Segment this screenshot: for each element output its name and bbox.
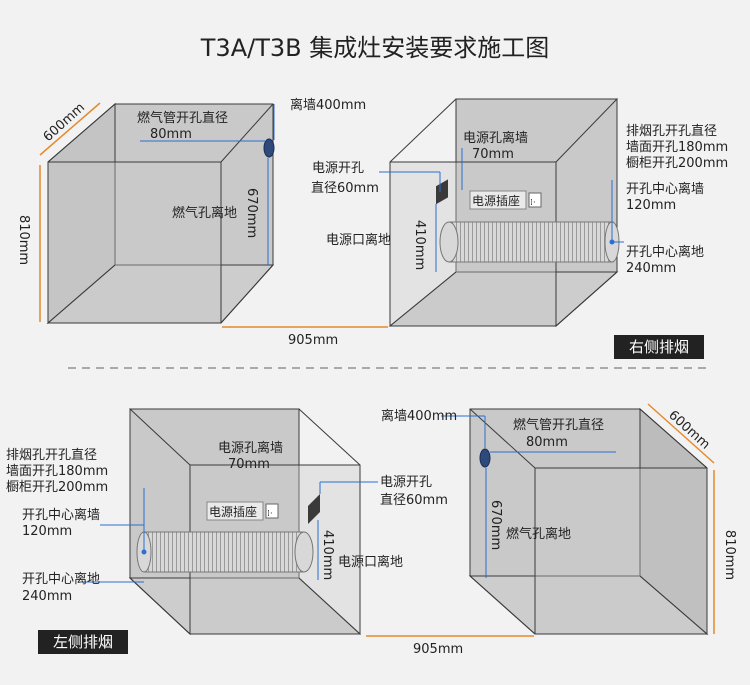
center-wall-label: 开孔中心离墙 (22, 507, 100, 523)
depth-dimension-line (39, 102, 101, 156)
gas-pipe-size: 80mm (526, 435, 568, 450)
gas-hole-icon (263, 138, 275, 158)
cabinet-bl-edge (298, 577, 361, 635)
height-670-label: 670mm (244, 188, 259, 238)
power-hole-label: 电源开孔 (312, 161, 364, 176)
depth-dimension-line (647, 403, 715, 464)
cabinet-tl-edge (220, 264, 274, 324)
cabinet-tl-edge (47, 103, 116, 163)
exhaust-label: 排烟孔开孔直径 (6, 448, 97, 463)
center-ground-size: 240mm (22, 589, 72, 604)
exhaust-duct (448, 221, 614, 263)
cabinet-tl-back-wall (114, 103, 274, 266)
width-label: 905mm (288, 333, 338, 348)
cabinet-bottom-left: 排烟孔开孔直径 墙面开孔180mm 橱柜开孔200mm 开孔中心离墙 120mm… (6, 407, 448, 654)
gas-pipe-label: 燃气管开孔直径 (137, 110, 228, 126)
cabinet-top-right: 电源插座 ⁞· 电源孔离墙 70mm 电源开孔 直径60mm 410mm 电源口… (222, 97, 728, 359)
center-wall-label: 开孔中心离墙 (626, 181, 704, 197)
gas-hole-icon (479, 448, 491, 468)
center-wall-size: 120mm (626, 198, 676, 213)
cabinet-top-left: 燃气管开孔直径 80mm 离墙400mm 燃气孔离地 670mm 600mm 8… (16, 97, 366, 325)
power-ground-label: 电源口离地 (338, 554, 403, 570)
height-label: 810mm (16, 215, 31, 265)
height-410-label: 410mm (320, 530, 335, 580)
cabinet-bl-edge (129, 577, 191, 635)
cabinet-tr-edge (389, 271, 457, 327)
gas-height-label: 燃气孔离地 (506, 526, 571, 542)
power-wall-label: 电源孔离墙 (463, 130, 528, 146)
cabinet-tr-edge (389, 98, 457, 163)
power-hole-size: 直径60mm (380, 493, 448, 508)
left-exhaust-badge-label: 左侧排烟 (53, 633, 113, 651)
socket-icon-glyph: ⁞· (267, 509, 273, 519)
power-hole-label: 电源开孔 (380, 475, 432, 490)
power-hole-size: 直径60mm (311, 181, 379, 196)
gas-pipe-label: 燃气管开孔直径 (513, 417, 604, 433)
duct-end (439, 221, 459, 263)
center-ground-label: 开孔中心离地 (626, 244, 704, 260)
socket-icon (265, 503, 279, 519)
left-exhaust-badge (38, 630, 128, 654)
exhaust-duct (143, 531, 305, 573)
gas-height-label: 燃气孔离地 (172, 205, 237, 221)
cabinet-bottom-right: 离墙400mm 燃气管开孔直径 80mm 670mm 燃气孔离地 600mm 8… (366, 403, 737, 657)
socket-icon (528, 192, 542, 208)
height-670-label: 670mm (488, 500, 503, 550)
power-ground-label: 电源口离地 (326, 232, 391, 248)
exhaust-cabinet-size: 橱柜开孔200mm (626, 156, 728, 171)
gas-pipe-size: 80mm (150, 127, 192, 142)
center-ground-label: 开孔中心离地 (22, 571, 100, 587)
center-ground-size: 240mm (626, 261, 676, 276)
cabinet-bl-edge (298, 408, 361, 466)
cabinet-br-back-wall (469, 408, 641, 577)
power-outlet-plate (436, 179, 448, 205)
cabinet-tl-edge (47, 264, 116, 324)
exhaust-wall-size: 墙面开孔180mm (6, 464, 108, 479)
exhaust-label: 排烟孔开孔直径 (626, 124, 717, 139)
exhaust-cabinet-size: 橱柜开孔200mm (6, 480, 108, 495)
socket-icon-glyph: ⁞· (530, 198, 536, 208)
socket-box (206, 501, 264, 521)
duct-end (294, 531, 314, 573)
power-outlet-plate (308, 494, 320, 524)
power-wall-size: 70mm (472, 147, 514, 162)
cabinet-tr-edge (555, 98, 618, 163)
cabinet-br-front-frame (534, 467, 708, 635)
right-exhaust-badge-label: 右侧排烟 (629, 338, 689, 356)
power-wall-label: 电源孔离墙 (218, 440, 283, 456)
height-label: 810mm (722, 530, 737, 580)
width-label: 905mm (413, 642, 463, 657)
page-title: T3A/T3B 集成灶安装要求施工图 (200, 34, 549, 62)
power-wall-size: 70mm (228, 457, 270, 472)
cabinet-tr-edge (555, 271, 618, 327)
height-410-label: 410mm (412, 220, 427, 270)
cabinet-br-edge (469, 408, 536, 469)
cabinet-br-edge (639, 408, 708, 469)
exhaust-wall-size: 墙面开孔180mm (626, 140, 728, 155)
cabinet-br-edge (639, 575, 708, 635)
socket-label: 电源插座 (209, 504, 257, 519)
cabinet-br-edge (469, 575, 536, 635)
socket-label: 电源插座 (472, 193, 520, 208)
cabinet-tl-edge (220, 103, 274, 163)
wall-distance-label: 离墙400mm (381, 408, 457, 424)
socket-box (469, 190, 527, 210)
cabinet-tl-front-frame (47, 161, 222, 324)
wall-distance-label: 离墙400mm (290, 97, 366, 113)
cabinet-bl-edge (129, 408, 191, 466)
right-exhaust-badge (614, 335, 704, 359)
center-wall-size: 120mm (22, 524, 72, 539)
